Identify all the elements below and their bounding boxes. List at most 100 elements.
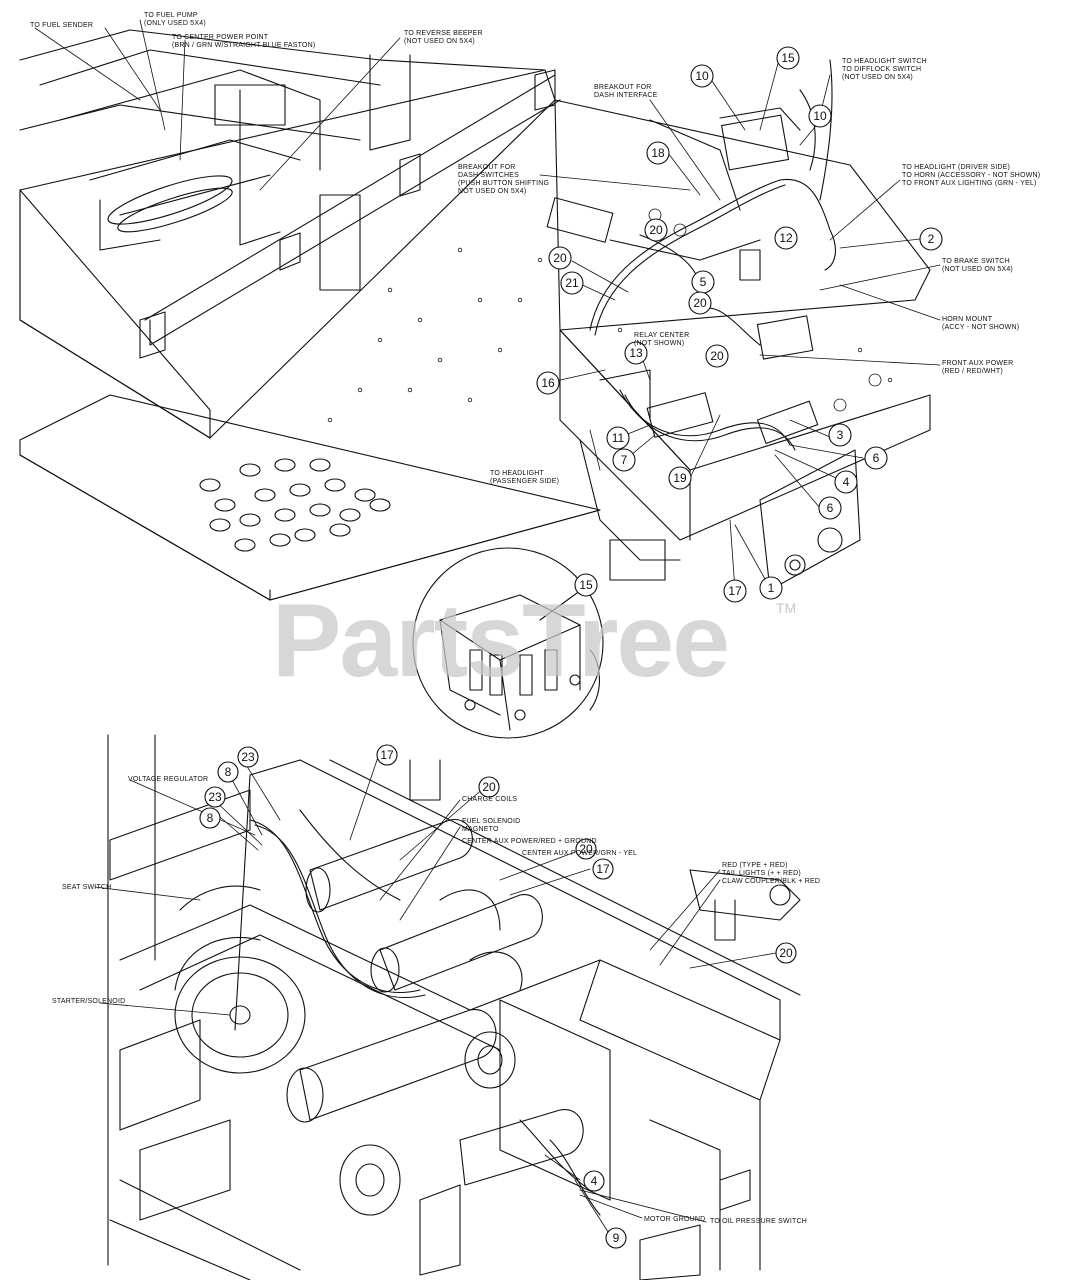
callout-number: 4 <box>843 475 850 489</box>
callout-number: 20 <box>710 349 724 363</box>
callout-balloon <box>774 226 798 250</box>
callout-balloon <box>574 573 598 597</box>
callout-number: 17 <box>380 748 394 762</box>
callout-number: 16 <box>541 376 555 390</box>
callout-balloon <box>204 786 226 808</box>
callout-balloon <box>606 426 630 450</box>
callout-number: 5 <box>700 275 707 289</box>
label-seat-switch: SEAT SWITCH <box>62 884 112 891</box>
label-horn-mount: HORN MOUNT (ACCY - NOT SHOWN) <box>942 316 1020 331</box>
callout-balloon <box>759 576 783 600</box>
callout-balloon <box>776 46 800 70</box>
detail-inset-circle <box>412 547 604 739</box>
callout-number: 8 <box>207 811 214 825</box>
callout-number: 20 <box>649 223 663 237</box>
watermark: PartsTree <box>272 583 730 699</box>
label-charge-coils: CHARGE COILS <box>462 796 518 803</box>
callout-balloon <box>478 776 500 798</box>
callout-number: 20 <box>553 251 567 265</box>
callout-balloon <box>775 942 797 964</box>
callout-number: 20 <box>482 780 496 794</box>
callout-balloon <box>644 218 668 242</box>
callout-number: 15 <box>781 51 795 65</box>
callout-number: 11 <box>612 431 625 445</box>
callout-balloon <box>668 466 692 490</box>
callout-balloon <box>919 227 943 251</box>
callout-number: 20 <box>693 296 707 310</box>
callout-number: 6 <box>873 451 880 465</box>
label-relay-center: RELAY CENTER (NOT SHOWN) <box>634 332 690 347</box>
callout-number: 10 <box>695 69 709 83</box>
label-tail-lights: RED (TYPE + RED) TAIL LIGHTS (+ + RED) C… <box>722 862 821 885</box>
label-to-headlight-switch: TO HEADLIGHT SWITCH TO DIFFLOCK SWITCH (… <box>842 58 927 81</box>
label-to-fuel-pump: TO FUEL PUMP (ONLY USED 5X4) <box>144 12 206 27</box>
callout-balloon <box>376 744 398 766</box>
callout-number: 20 <box>779 946 793 960</box>
callout-number: 19 <box>673 471 687 485</box>
callout-balloon <box>688 291 712 315</box>
callout-number: 23 <box>208 790 222 804</box>
callout-number: 6 <box>827 501 834 515</box>
callout-balloon <box>864 446 888 470</box>
callout-balloon <box>808 104 832 128</box>
watermark-trademark: TM <box>776 600 797 616</box>
frame-upper-assembly <box>19 29 931 601</box>
callout-balloon <box>592 858 614 880</box>
callout-number: 12 <box>779 231 793 245</box>
callout-balloon <box>828 423 852 447</box>
callout-number: 8 <box>225 765 232 779</box>
callout-number: 17 <box>728 584 742 598</box>
callout-number: 23 <box>241 750 255 764</box>
label-center-aux-power-grn: CENTER AUX POWER/GRN - YEL <box>522 850 638 857</box>
callout-balloon <box>624 341 648 365</box>
label-to-center-power-point: TO CENTER POWER POINT (BRN / GRN W/STRAI… <box>172 34 316 49</box>
label-fuel-solenoid-magneto: FUEL SOLENOID MAGNETO <box>462 818 521 833</box>
label-starter-solenoid: STARTER/SOLENOID <box>52 998 126 1005</box>
label-to-fuel-sender: TO FUEL SENDER <box>30 22 94 29</box>
bolt-holes <box>327 208 893 423</box>
callout-balloon <box>536 371 560 395</box>
callout-number: 18 <box>651 146 665 160</box>
label-to-brake-switch: TO BRAKE SWITCH (NOT USED ON 5X4) <box>942 258 1013 273</box>
callout-number: 9 <box>613 1231 620 1245</box>
label-to-headlight-driver: TO HEADLIGHT (DRIVER SIDE) TO HORN (ACCE… <box>902 164 1041 187</box>
callout-balloon <box>605 1227 627 1249</box>
label-breakout-dash-switches: BREAKOUT FOR DASH SWITCHES (PUSH BUTTON … <box>458 164 550 195</box>
callout-balloon <box>237 746 259 768</box>
callout-number: 20 <box>579 842 593 856</box>
callout-number: 7 <box>621 453 628 467</box>
label-motor-ground: MOTOR GROUND <box>644 1216 706 1223</box>
callout-balloon <box>560 271 584 295</box>
callout-balloon <box>583 1170 605 1192</box>
callout-balloon <box>646 141 670 165</box>
callout-number: 10 <box>813 109 827 123</box>
callout-balloon <box>705 344 729 368</box>
leader-lines-lower <box>94 754 777 1236</box>
label-to-headlight-passenger: TO HEADLIGHT (PASSENGER SIDE) <box>490 470 560 485</box>
callout-balloon <box>199 807 221 829</box>
callout-balloon <box>548 246 572 270</box>
frame-lower-assembly <box>107 734 801 1280</box>
label-front-aux-power: FRONT AUX POWER (RED / RED/WHT) <box>942 360 1014 375</box>
callout-number: 2 <box>928 232 935 246</box>
floor-grip-holes <box>199 458 391 552</box>
callout-balloon <box>612 448 636 472</box>
callout-balloons-inset: 15 <box>574 573 598 597</box>
callout-balloon <box>723 579 747 603</box>
label-to-reverse-beeper: TO REVERSE BEEPER (NOT USED ON 5X4) <box>404 30 483 45</box>
callout-number: 17 <box>596 862 610 876</box>
callout-number: 15 <box>579 578 593 592</box>
label-voltage-regulator: VOLTAGE REGULATOR <box>128 776 209 783</box>
callout-balloon <box>834 470 858 494</box>
label-breakout-dash-interface: BREAKOUT FOR DASH INTERFACE <box>594 84 658 99</box>
callout-number: 4 <box>591 1174 598 1188</box>
callout-balloon <box>575 838 597 860</box>
callout-number: 21 <box>565 276 579 290</box>
callout-balloon <box>217 761 239 783</box>
callout-number: 13 <box>629 346 643 360</box>
callout-balloon <box>690 64 714 88</box>
